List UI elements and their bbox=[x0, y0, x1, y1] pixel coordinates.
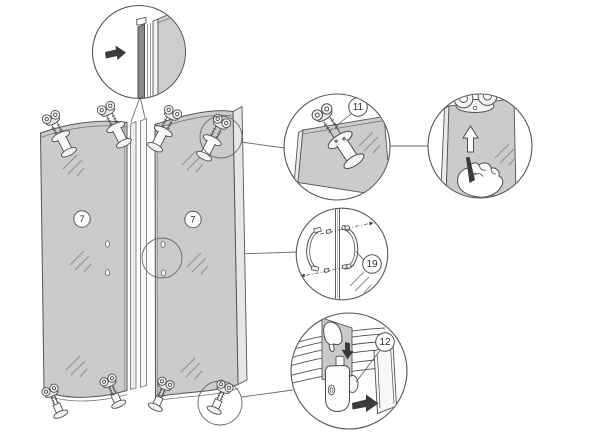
callout-circle-panel-left bbox=[73, 210, 91, 228]
panel-right-top-edge bbox=[154, 114, 234, 130]
connector-roller-to-12 bbox=[241, 389, 294, 398]
slide-right-arrow-icon bbox=[352, 394, 379, 412]
highlight-handle-holes bbox=[141, 237, 183, 279]
press-down-arrow-icon bbox=[341, 342, 354, 360]
detail-seal-insert bbox=[91, 4, 187, 100]
seal-strip-right bbox=[140, 117, 147, 389]
press-hand-icon bbox=[323, 321, 343, 352]
handle-hole bbox=[105, 268, 111, 276]
seal-profile-strip bbox=[137, 23, 145, 98]
detail-panel-edge-face bbox=[152, 18, 159, 98]
handle-hole bbox=[105, 240, 111, 248]
handle-screw bbox=[325, 228, 332, 235]
panel-right-glass bbox=[154, 110, 239, 398]
detail-bottom-guide-12: 12 bbox=[290, 312, 408, 430]
callout-leader bbox=[355, 251, 364, 260]
pen-icon bbox=[466, 156, 475, 183]
adjust-up-arrow-icon bbox=[462, 125, 479, 153]
screw-axis bbox=[319, 223, 369, 235]
panel-left: 7 bbox=[39, 99, 135, 421]
seal-strip-left bbox=[130, 120, 137, 391]
callout-number-19: 19 bbox=[366, 259, 378, 270]
callout-circle-19 bbox=[362, 254, 382, 274]
handle-hole bbox=[160, 240, 166, 248]
exploded-roller-assembly bbox=[311, 103, 365, 170]
detail-handle-19: 19 bbox=[295, 207, 389, 301]
center-seal-strips bbox=[130, 117, 147, 391]
callout-leader bbox=[355, 348, 382, 383]
connector-roller-to-11 bbox=[240, 141, 286, 149]
screw-axis bbox=[305, 265, 355, 276]
detail-top-roller-11: 11 bbox=[283, 93, 391, 201]
callout-number-12: 12 bbox=[379, 337, 391, 348]
handle-hole bbox=[160, 269, 166, 277]
handle-screw bbox=[344, 225, 351, 231]
insert-arrow-icon bbox=[105, 45, 126, 60]
panel-left-glass bbox=[39, 120, 128, 398]
seal-profile-section bbox=[136, 16, 147, 26]
highlight-top-roller bbox=[199, 115, 243, 159]
panel-right: 7 bbox=[144, 103, 248, 417]
callout-circle-panel-right bbox=[184, 210, 202, 229]
connector-seal-right bbox=[140, 98, 146, 119]
handle-screw bbox=[341, 264, 348, 270]
highlight-bottom-roller bbox=[197, 380, 243, 426]
highlight-circles bbox=[141, 115, 243, 426]
handle-screw bbox=[323, 267, 330, 273]
callout-circle-12 bbox=[375, 332, 395, 352]
callout-number-11: 11 bbox=[353, 102, 364, 113]
bracket-screw bbox=[472, 105, 478, 111]
panel-right-number: 7 bbox=[190, 215, 195, 226]
bottom-guide-body bbox=[325, 364, 350, 413]
callout-leader bbox=[335, 113, 352, 127]
connector-seal-left bbox=[130, 98, 140, 123]
detail-roller-adjust bbox=[427, 93, 533, 199]
panel-left-number: 7 bbox=[79, 214, 84, 225]
